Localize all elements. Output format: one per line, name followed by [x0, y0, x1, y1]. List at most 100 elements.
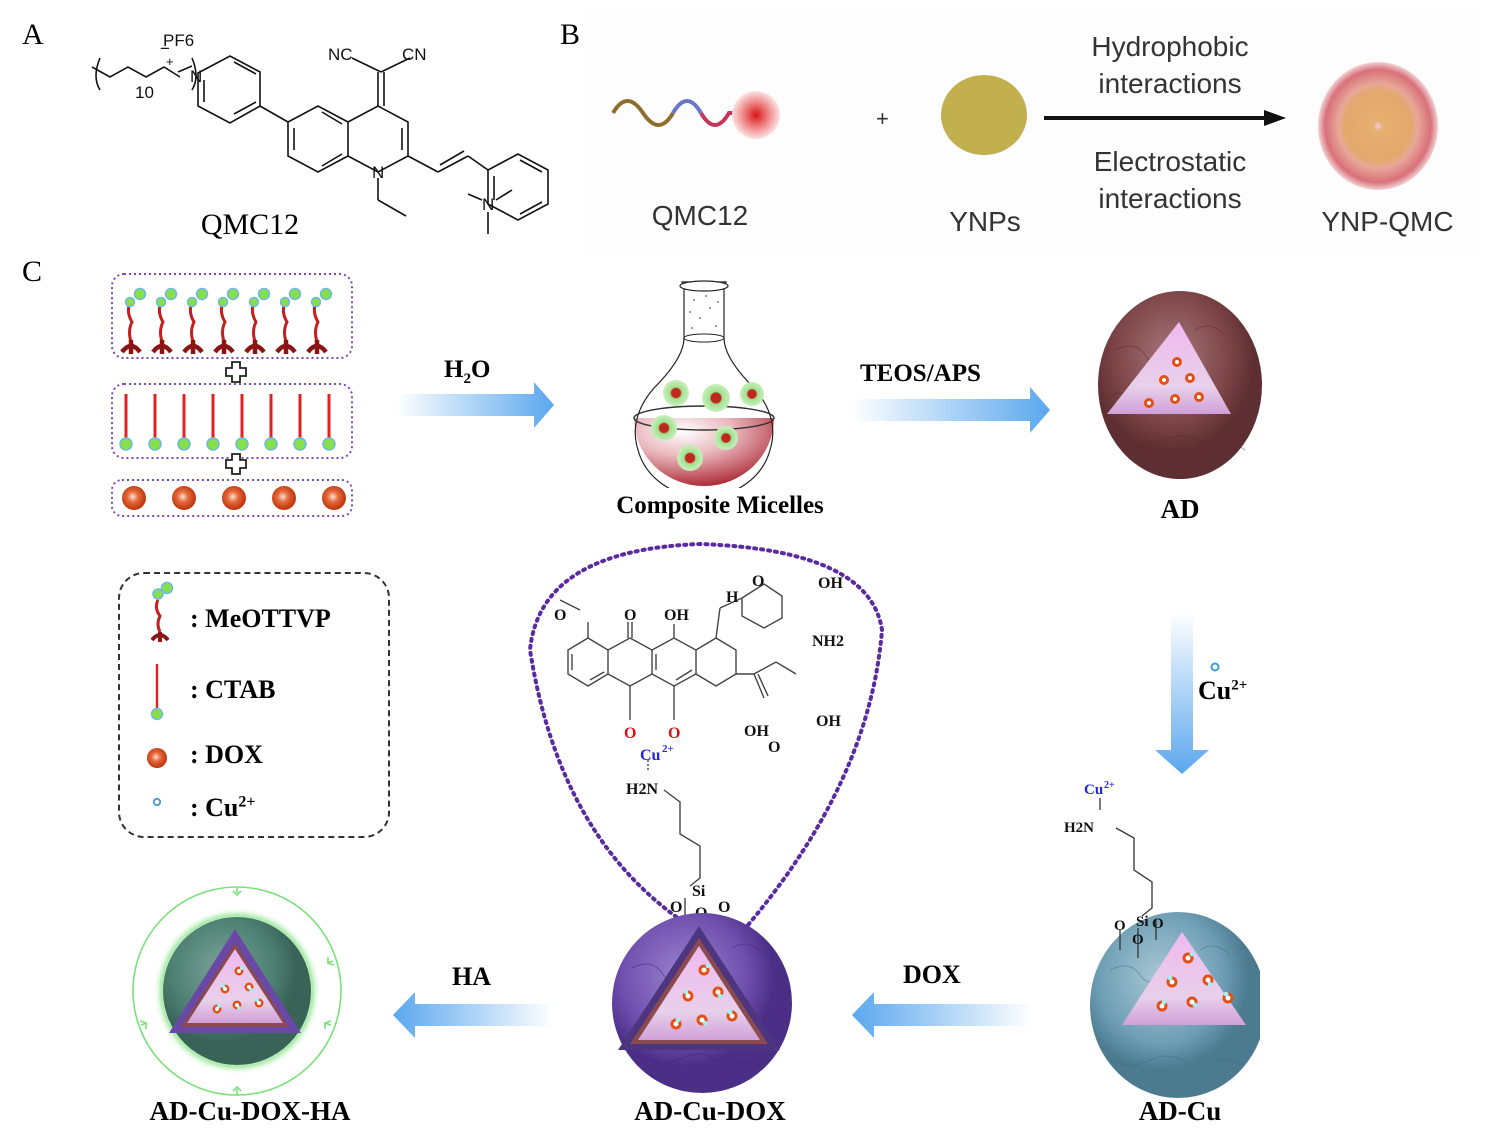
- ad-cu-cu-charge: 2+: [1104, 780, 1115, 791]
- dox-atom-oh-4: OH: [816, 713, 841, 730]
- dox-sphere-icon: [322, 486, 346, 510]
- dox-cu-charge: 2+: [662, 743, 674, 755]
- dox-sphere-icon: [172, 486, 196, 510]
- ad-cu-particle-icon: Cu 2+ H2N Si O O O: [1064, 780, 1260, 1098]
- ynp-qmc-particle-icon: [1318, 62, 1438, 190]
- dox-atom-o-ketone-2: O: [768, 739, 780, 756]
- cu-arrow-icon: [1155, 612, 1209, 774]
- dox-box: [111, 479, 353, 517]
- arrow-bottom-line-2: interactions: [1098, 183, 1242, 214]
- meottvp-molecule-icon: [150, 581, 174, 642]
- meottvp-row: [120, 287, 333, 354]
- legend-cu-text: : Cu: [190, 793, 239, 822]
- dox-atom-oh-2: OH: [818, 575, 843, 592]
- nitrile-right-label: CN: [402, 45, 427, 64]
- cu-arrow-label: Cu2+: [1198, 676, 1247, 706]
- dox-cu-structure-callout: O O OH H O OH NH2 OH OH O O O Cu 2+ H2N …: [527, 541, 885, 927]
- dimethylamino-group: N: [467, 189, 513, 234]
- legend-cu-charge: 2+: [238, 793, 256, 811]
- arrow-top-line-2: interactions: [1098, 68, 1242, 99]
- chain-repeat-count: 10: [135, 83, 154, 102]
- ynp-qmc-label: YNP-QMC: [1321, 206, 1454, 237]
- dox-atom-o-ring: O: [752, 573, 764, 590]
- ad-label: AD: [1160, 494, 1200, 524]
- meottvp-molecule-icon: [244, 287, 271, 354]
- cu-arrow-charge: 2+: [1231, 677, 1248, 694]
- h2o-label: H2O: [444, 356, 490, 388]
- cation-charge: +: [166, 54, 174, 69]
- ad-cu-cu-label: Cu: [1084, 782, 1103, 798]
- legend-label-ctab: : CTAB: [190, 675, 276, 704]
- dox-atom-nh2: NH2: [812, 633, 844, 650]
- ad-cu-siloxane-o-3: O: [1152, 916, 1164, 932]
- ctab-molecule-icon: [150, 664, 164, 721]
- h2o-o: O: [470, 356, 491, 383]
- micelles: [651, 380, 764, 471]
- amine-n-label: N: [482, 195, 494, 214]
- ctab-molecule-icon: [264, 394, 278, 451]
- ad-cu-dox-ha-label: AD-Cu-DOX-HA: [149, 1096, 351, 1126]
- cu-ion-arrow-icon: [1210, 662, 1220, 672]
- dox-atom-o-methoxy: O: [554, 607, 566, 624]
- arrow-top-line-1: Hydrophobic: [1091, 31, 1249, 62]
- ynp-particle-icon: [941, 75, 1027, 155]
- ctab-molecule-icon: [322, 394, 336, 451]
- teos-aps-arrow-icon: [852, 387, 1050, 433]
- ctab-molecule-icon: [119, 394, 133, 451]
- ctab-box: [111, 383, 353, 459]
- dox-atom-h: H: [726, 589, 739, 606]
- nitrile-left-label: NC: [328, 45, 353, 64]
- dotted-callout: [527, 541, 885, 927]
- flask-composite-micelles-icon: [633, 280, 775, 488]
- qmc12-structure: − PF6 + 10 N N NC CN: [91, 31, 549, 221]
- plus-icon-1: [225, 361, 247, 383]
- dox-sphere-icon: [147, 748, 167, 768]
- dox-amine-label: H2N: [626, 781, 658, 798]
- dox-bonds: [559, 583, 797, 922]
- h2o-h: H: [444, 356, 464, 383]
- ad-cu-dox-label: AD-Cu-DOX: [634, 1096, 786, 1126]
- meottvp-molecule-icon: [151, 287, 178, 354]
- h2o-subscript: 2: [463, 371, 471, 387]
- dox-siloxane-o-3: O: [718, 899, 730, 916]
- legend-label-cu: : Cu2+: [190, 793, 256, 823]
- ctab-molecule-icon: [177, 394, 191, 451]
- ad-cu-siloxane-o-2: O: [1132, 932, 1144, 948]
- panel-letter-a: A: [22, 18, 44, 51]
- dox-atom-o-chelate-2: O: [668, 725, 680, 742]
- h2o-arrow-icon: [396, 382, 554, 428]
- qmc12-caption: QMC12: [200, 208, 300, 241]
- cu-arrow-text: Cu: [1198, 676, 1232, 705]
- panel-letter-b: B: [560, 18, 581, 51]
- ctab-molecule-icon: [293, 394, 307, 451]
- dox-siloxane-o-1: O: [670, 899, 682, 916]
- panel-letter-c: C: [22, 255, 43, 288]
- dox-atom-o-chelate-1: O: [624, 725, 636, 742]
- dox-atom-oh-3: OH: [744, 723, 769, 740]
- dox-atom-o-ketone: O: [624, 607, 636, 624]
- qmc12-bonds: [91, 55, 549, 221]
- arrow-top-label: Hydrophobic interactions: [1060, 28, 1280, 102]
- dox-arrow-icon: [852, 992, 1032, 1038]
- ctab-molecule-icon: [148, 394, 162, 451]
- counter-ion-charge: −: [160, 39, 170, 58]
- ad-cu-amine-label: H2N: [1064, 820, 1094, 836]
- quinoline-n-label: N: [372, 163, 384, 182]
- counter-ion-label: PF6: [163, 31, 194, 50]
- dox-sphere-icon: [122, 486, 146, 510]
- ad-cu-label: AD-Cu: [1138, 1096, 1222, 1126]
- dox-sphere-icon: [272, 486, 296, 510]
- arrow-bottom-label: Electrostatic interactions: [1060, 143, 1280, 217]
- teos-aps-label: TEOS/APS: [860, 360, 981, 387]
- ad-particle-icon: [1098, 291, 1262, 479]
- ad-cu-dox-ha-particle-icon: [132, 886, 342, 1096]
- meottvp-molecule-icon: [213, 287, 240, 354]
- meottvp-molecule-icon: [120, 287, 147, 354]
- composite-micelles-label: Composite Micelles: [616, 492, 824, 519]
- qmc12-atom-labels: − PF6 + 10 N N NC CN: [135, 31, 427, 182]
- legend-box: [118, 572, 390, 838]
- dox-arrow-label: DOX: [903, 960, 961, 989]
- plus-sign: +: [876, 106, 889, 131]
- ad-cu-dox-particle-icon: [612, 913, 792, 1093]
- dox-si-label: Si: [692, 883, 706, 900]
